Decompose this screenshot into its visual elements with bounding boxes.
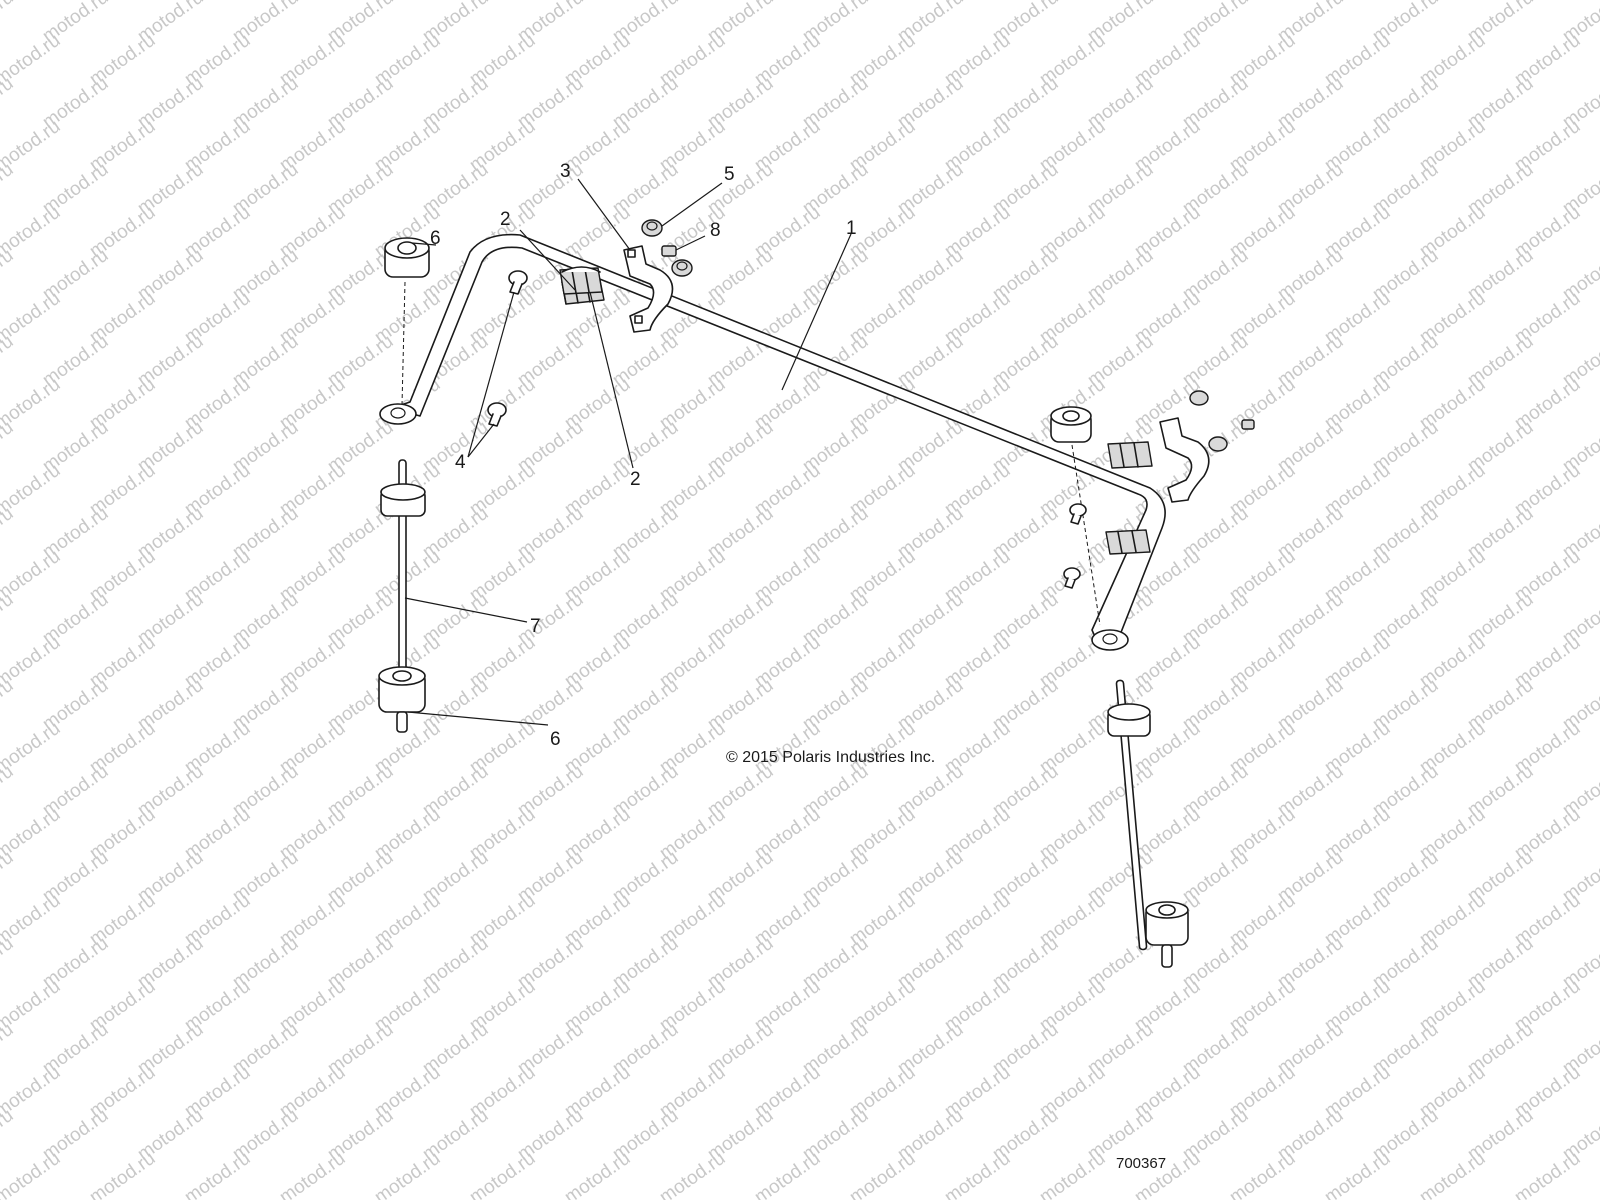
nut-upper xyxy=(641,219,663,237)
callout-3: 3 xyxy=(560,161,571,182)
callout-4: 4 xyxy=(455,452,466,473)
nut-lower xyxy=(671,259,693,277)
callout-2-upper: 2 xyxy=(500,209,511,230)
leader-4a xyxy=(467,291,515,458)
stabilizer-bar xyxy=(379,233,1166,651)
leader-7 xyxy=(404,597,528,623)
nut-right-lower xyxy=(1208,436,1228,452)
bolt-right-upper xyxy=(1069,503,1087,525)
alignment-line xyxy=(1071,444,1101,626)
leader-1 xyxy=(781,233,852,391)
bolt-lower xyxy=(487,402,507,427)
nut-right-upper xyxy=(1189,390,1209,406)
copyright-text: © 2015 Polaris Industries Inc. xyxy=(726,749,935,766)
clamp-bracket xyxy=(623,245,674,333)
leader-2a xyxy=(519,229,576,291)
callout-6-lower: 6 xyxy=(550,729,561,750)
clamp-bushing-right-lower xyxy=(1105,529,1151,555)
figure-number: 700367 xyxy=(1116,1155,1166,1172)
callout-1: 1 xyxy=(846,218,857,239)
fitting xyxy=(661,245,677,257)
fitting-right xyxy=(1241,419,1255,430)
leader-6b xyxy=(407,711,549,726)
callout-6-upper: 6 xyxy=(430,228,441,249)
leader-5 xyxy=(661,182,723,227)
leader-3 xyxy=(577,178,631,251)
bushing-upper-right xyxy=(1050,406,1092,443)
end-link-right xyxy=(1107,679,1189,968)
leader-4b xyxy=(467,423,495,458)
leader-2b xyxy=(589,291,634,469)
callout-5: 5 xyxy=(724,164,735,185)
leader-8 xyxy=(675,235,706,251)
alignment-line xyxy=(401,281,406,406)
callout-7: 7 xyxy=(530,616,541,637)
leader-6a xyxy=(411,242,437,246)
clamp-bracket-right xyxy=(1159,417,1210,503)
clamp-bushing-right-upper xyxy=(1107,441,1153,469)
bolt-right-lower xyxy=(1063,567,1081,589)
end-link-left xyxy=(378,459,426,733)
clamp-bushing-lower xyxy=(559,266,603,295)
bolt-upper xyxy=(508,270,528,295)
callout-8: 8 xyxy=(710,220,721,241)
callout-2-lower: 2 xyxy=(630,469,641,490)
